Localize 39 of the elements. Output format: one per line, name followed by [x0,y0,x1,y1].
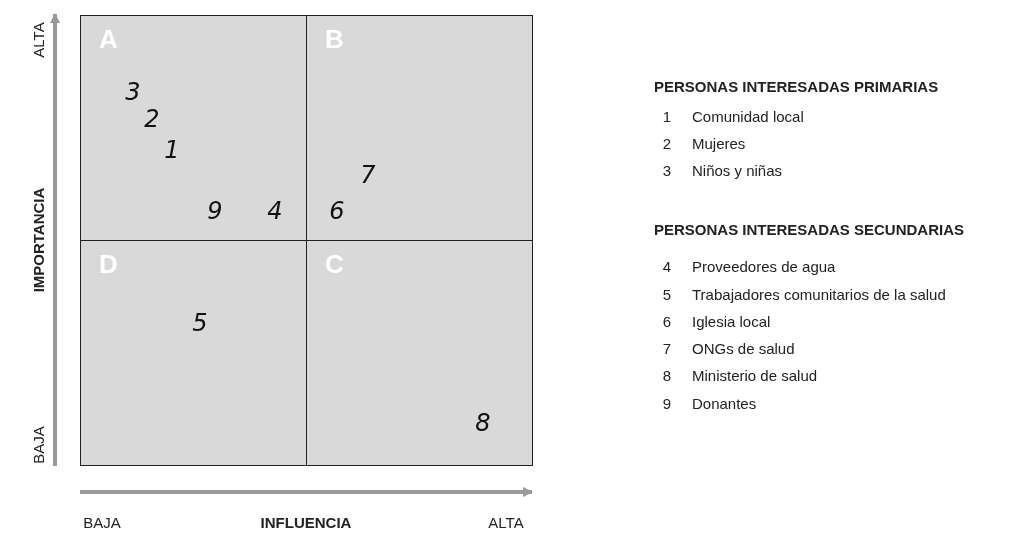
key-text: Trabajadores comunitarios de la salud [692,285,946,303]
key-number: 8 [662,366,672,384]
key-number: 3 [662,161,672,179]
key-number: 7 [662,339,672,357]
stakeholder-number: 8 [475,409,491,437]
stakeholder-number: 7 [360,161,376,189]
stakeholder-number: 4 [267,197,283,225]
section-heading: PERSONAS INTERESADAS SECUNDARIAS [654,220,965,238]
key-number: 2 [662,134,672,152]
key-text: Donantes [692,394,757,412]
key-text: Mujeres [692,134,746,152]
stakeholder-number: 9 [207,197,223,225]
key-text: Comunidad local [692,107,804,125]
stakeholder-number: 2 [144,105,160,133]
key-text: Niños y niñas [692,161,783,179]
key-text: Iglesia local [692,312,771,330]
key-number: 4 [662,257,672,275]
section-heading: PERSONAS INTERESADAS PRIMARIAS [654,77,939,95]
axis-label: BAJA [29,426,47,464]
stakeholder-number: 1 [164,136,180,164]
quadrant-box [306,240,533,466]
key-number: 1 [662,107,672,125]
axis-label: BAJA [83,513,121,531]
quadrant-box [306,15,533,241]
key-number: 6 [662,312,672,330]
axis-title: IMPORTANCIA [29,187,47,293]
stakeholder-number: 5 [192,309,208,337]
stakeholder-number: 6 [329,197,345,225]
key-number: 9 [662,394,672,412]
quadrant-box [80,240,307,466]
axis-label: ALTA [29,22,47,58]
axis-label: ALTA [488,513,524,531]
stakeholder-number: 3 [125,78,141,106]
axis-title: INFLUENCIA [260,513,352,531]
key-text: Proveedores de agua [692,257,836,275]
key-number: 5 [662,285,672,303]
key-text: ONGs de salud [692,339,795,357]
key-text: Ministerio de salud [692,366,818,384]
quadrant-box [80,15,307,241]
